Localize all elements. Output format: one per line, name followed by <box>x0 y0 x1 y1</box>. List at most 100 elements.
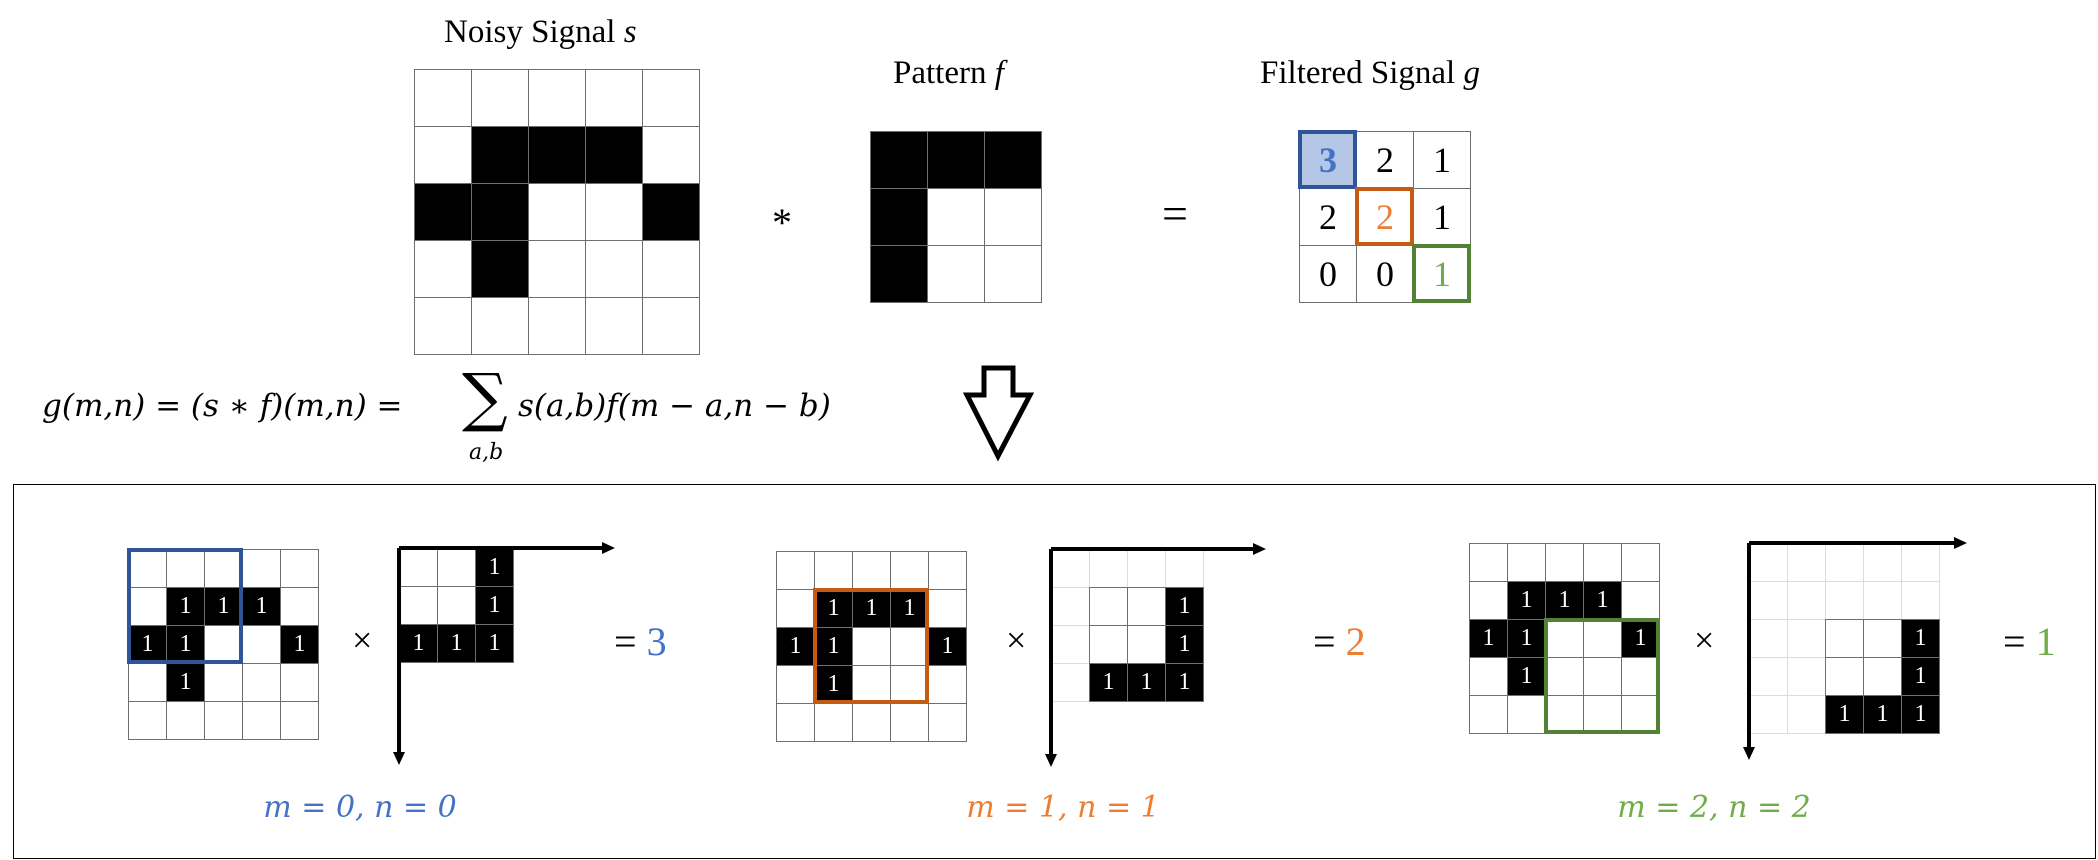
grid-cell <box>1127 625 1166 664</box>
grid-cell <box>928 665 967 704</box>
step-window-highlight <box>813 588 929 704</box>
grid-cell: 1 <box>1127 663 1166 702</box>
grid-cell <box>1507 695 1546 734</box>
grid-cell: 1 <box>928 627 967 666</box>
grid-cell <box>1901 543 1940 582</box>
grid-cell <box>642 297 700 355</box>
filtered-signal-title: Filtered Signal g <box>1260 55 1480 92</box>
grid-cell: 1 <box>1901 695 1940 734</box>
grid-cell <box>984 245 1042 303</box>
grid-cell: 1 <box>242 587 281 626</box>
grid-cell <box>471 69 529 127</box>
example-steps-panel <box>13 484 2096 859</box>
filtered-var: g <box>1463 55 1480 91</box>
filtered-value-cell: 3 <box>1299 131 1357 189</box>
grid-cell <box>642 126 700 184</box>
grid-cell <box>242 549 281 588</box>
multiply-operator: × <box>1694 620 1715 660</box>
grid-cell <box>870 245 928 303</box>
noisy-signal-grid <box>414 69 700 355</box>
grid-cell <box>984 188 1042 246</box>
axes-arrows-icon <box>1743 537 1967 760</box>
grid-cell <box>437 586 476 625</box>
grid-cell <box>1507 543 1546 582</box>
grid-cell <box>814 703 853 742</box>
grid-cell <box>1583 695 1622 734</box>
grid-cell <box>528 240 586 298</box>
grid-cell: 1 <box>1507 581 1546 620</box>
grid-cell <box>984 131 1042 189</box>
grid-cell <box>852 665 891 704</box>
grid-cell: 1 <box>437 624 476 663</box>
filtered-value-cell: 2 <box>1299 188 1357 246</box>
grid-cell <box>471 240 529 298</box>
grid-cell <box>528 297 586 355</box>
grid-cell: 1 <box>1507 657 1546 696</box>
step-index-label: m = 0, n = 0 <box>263 790 457 825</box>
equals-operator: = <box>1162 188 1188 239</box>
sum-symbol: ∑ <box>462 361 508 435</box>
grid-cell <box>1825 657 1864 696</box>
multiply-operator: × <box>352 620 373 660</box>
step-index-label: m = 2, n = 2 <box>1617 790 1811 825</box>
grid-cell <box>585 126 643 184</box>
grid-cell <box>471 126 529 184</box>
grid-cell <box>776 703 815 742</box>
filtered-value-cell: 0 <box>1299 245 1357 303</box>
grid-cell <box>1127 587 1166 626</box>
grid-cell: 1 <box>1583 581 1622 620</box>
grid-cell <box>776 665 815 704</box>
grid-cell <box>166 701 205 740</box>
grid-cell <box>585 240 643 298</box>
step-index-label: m = 1, n = 1 <box>966 790 1160 825</box>
step-result-value: 2 <box>1345 619 1366 664</box>
step-window-highlight <box>1544 618 1660 734</box>
equals-sign: = <box>1313 619 1346 664</box>
step-result: = 3 <box>614 618 667 665</box>
grid-cell <box>204 663 243 702</box>
grid-cell <box>242 625 281 664</box>
grid-cell: 1 <box>852 589 891 628</box>
step-result: = 2 <box>1313 618 1366 665</box>
pattern-title-text: Pattern <box>893 55 995 91</box>
noisy-signal-title-text: Noisy Signal <box>444 14 624 50</box>
grid-cell <box>1469 695 1508 734</box>
grid-cell: 1 <box>1469 619 1508 658</box>
grid-cell <box>1749 619 1788 658</box>
filtered-highlight-m2n2 <box>1412 244 1471 303</box>
grid-cell <box>870 188 928 246</box>
grid-cell: 1 <box>776 627 815 666</box>
convolution-formula-lhs: g(m,n) = (s ∗ f)(m,n) = <box>42 388 403 424</box>
grid-cell <box>928 703 967 742</box>
grid-cell <box>280 663 319 702</box>
grid-cell <box>1127 549 1166 588</box>
step-result: = 1 <box>2003 618 2056 665</box>
grid-cell <box>776 551 815 590</box>
grid-cell <box>414 297 472 355</box>
grid-cell <box>242 701 281 740</box>
filtered-highlight-m1n1 <box>1355 187 1414 246</box>
grid-cell <box>1825 619 1864 658</box>
grid-cell: 1 <box>1545 581 1584 620</box>
grid-cell <box>890 703 929 742</box>
down-arrow-icon <box>962 365 1035 462</box>
grid-cell <box>414 69 472 127</box>
pattern-title: Pattern f <box>893 55 1004 92</box>
grid-cell <box>204 549 243 588</box>
grid-cell: 1 <box>1507 619 1546 658</box>
convolution-formula-rhs: s(a,b)f(m − a,n − b) <box>518 388 831 424</box>
grid-cell: 1 <box>166 663 205 702</box>
pattern-grid <box>870 131 1042 303</box>
grid-cell <box>204 701 243 740</box>
equals-sign: = <box>614 619 647 664</box>
grid-cell <box>1469 657 1508 696</box>
grid-cell <box>280 587 319 626</box>
grid-cell: 1 <box>1901 619 1940 658</box>
grid-cell <box>776 589 815 628</box>
grid-cell <box>1089 587 1128 626</box>
multiply-operator: × <box>1006 620 1027 660</box>
grid-cell: 1 <box>475 624 514 663</box>
grid-cell: 1 <box>128 625 167 664</box>
